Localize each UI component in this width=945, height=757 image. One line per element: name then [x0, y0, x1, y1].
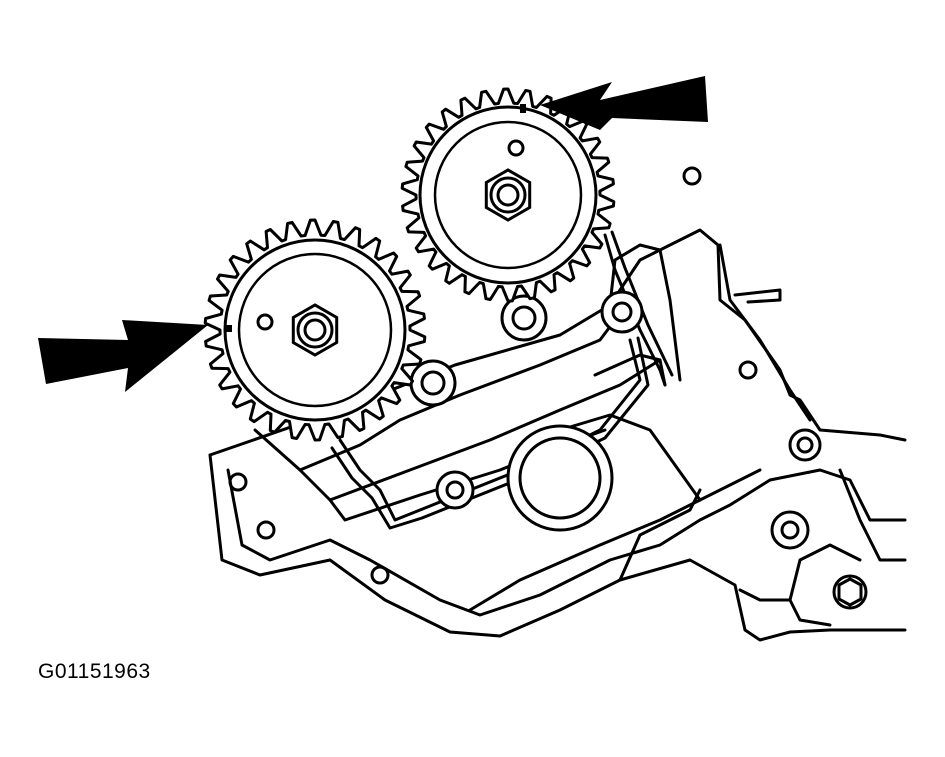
guide-wire-lower-b	[330, 336, 650, 530]
sprocket-inner-ring	[237, 252, 393, 408]
hole-lower-right	[780, 520, 800, 540]
boss-right-upper	[600, 290, 644, 334]
sprocket-bolt-washer	[489, 176, 527, 214]
guide-wire-upper	[603, 233, 667, 387]
arrow-lower-head	[38, 320, 208, 392]
bolt-hex-lower-right	[837, 577, 863, 607]
hole-right-upper	[611, 301, 633, 323]
hole-housing-top	[682, 166, 702, 186]
guide-wire-lower	[338, 338, 642, 522]
camshaft-sprocket-upper	[400, 87, 616, 303]
hole-left-middle	[420, 370, 446, 396]
timing-mark	[520, 104, 526, 113]
boss-crank-inner	[518, 436, 602, 520]
sprocket-bolt-center	[496, 183, 520, 207]
hole-housing-right-2	[796, 436, 814, 454]
callout-arrow-upper	[540, 76, 708, 130]
housing-bottom-right	[788, 543, 862, 602]
housing-right-lower	[838, 468, 907, 562]
boss-left-middle	[409, 359, 457, 407]
housing-lower-edge	[208, 453, 907, 642]
hole-housing-bottom	[370, 565, 390, 585]
figure-id-label: G01151963	[38, 660, 151, 683]
sprocket-face-ring	[418, 105, 598, 285]
sprocket-dowel-pin	[507, 139, 525, 157]
housing-right-upper	[733, 288, 782, 304]
boss-crank-outer	[506, 424, 614, 532]
callout-arrow-lower	[38, 320, 208, 392]
hole-housing-left-2	[256, 520, 276, 540]
sprocket-bolt-washer	[296, 311, 334, 349]
boss-lower-right	[770, 510, 810, 550]
timing-mark	[225, 325, 232, 332]
housing-rib-4	[468, 468, 762, 612]
housing-rib-1	[253, 298, 632, 472]
bolt-holes	[228, 166, 868, 610]
housing-inner-edge	[226, 468, 907, 617]
housing-right-edge	[718, 243, 812, 422]
camshaft-sprocket-lower	[203, 218, 427, 442]
housing-lower-bracket	[738, 588, 832, 627]
housing-outline	[208, 228, 907, 457]
arrow-upper-head	[540, 76, 708, 130]
hole-housing-left-1	[228, 472, 248, 492]
hole-lower-middle	[445, 480, 465, 500]
boss-housing-right	[788, 428, 822, 462]
hole-housing-right	[738, 360, 758, 380]
hole-center-upper	[511, 305, 537, 331]
boss-center-upper	[500, 294, 548, 342]
housing-step	[618, 488, 702, 582]
housing-web-2	[593, 353, 667, 387]
sprocket-bolt-center	[303, 318, 327, 342]
boss-lower-middle	[435, 470, 475, 510]
sprocket-inner-ring	[433, 120, 583, 270]
housing-panel	[558, 413, 702, 502]
sprocket-dowel-pin	[256, 313, 274, 331]
